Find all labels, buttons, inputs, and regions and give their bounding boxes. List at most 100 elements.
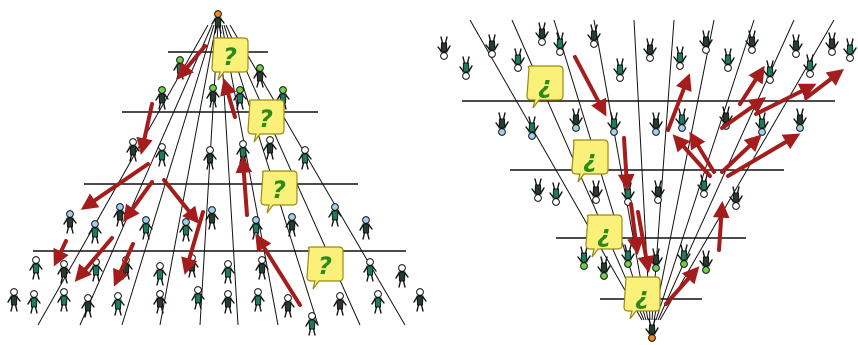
arrow-icon	[689, 131, 716, 174]
pyramid-level-lines	[33, 51, 406, 252]
person-icon	[363, 258, 377, 282]
arrow-icon	[738, 65, 765, 106]
arrow-icon	[74, 236, 114, 282]
person-icon	[63, 210, 77, 234]
person-icon	[697, 174, 711, 198]
person-icon	[569, 108, 583, 132]
person-icon	[613, 58, 627, 82]
person-icon	[211, 10, 225, 34]
arrow-icon	[664, 266, 700, 306]
person-icon	[699, 30, 713, 54]
person-icon	[333, 292, 347, 316]
person-icon	[553, 32, 567, 56]
person-icon	[359, 216, 373, 240]
question-mark-glyph: ¿	[538, 71, 552, 99]
person-icon	[531, 178, 545, 202]
person-icon	[139, 216, 153, 240]
person-icon	[803, 54, 817, 78]
arrow-icon	[720, 97, 767, 130]
arrow-icon	[255, 233, 302, 307]
question-bubble-icon: ?	[247, 99, 285, 143]
arrow-icon	[220, 78, 237, 119]
question-mark-glyph: ?	[223, 43, 237, 71]
person-icon	[328, 203, 342, 227]
person-icon	[459, 56, 473, 80]
question-bubble-icon: ¿	[526, 65, 564, 109]
person-icon	[789, 34, 803, 58]
person-icon	[305, 312, 319, 336]
person-icon	[255, 256, 269, 280]
person-icon	[263, 136, 277, 160]
arrow-icon	[627, 202, 644, 255]
person-icon	[729, 186, 743, 210]
pyramid-people	[7, 10, 427, 336]
arrow-icon	[176, 44, 207, 80]
question-bubble-icon: ¿	[623, 276, 661, 320]
arrow-icon	[672, 134, 712, 178]
person-icon	[155, 143, 169, 167]
person-icon	[745, 30, 759, 54]
question-mark-glyph: ¿	[597, 220, 611, 248]
person-icon	[281, 294, 295, 318]
person-icon	[589, 180, 603, 204]
question-bubble-icon: ¿	[585, 214, 623, 258]
question-mark-glyph: ?	[259, 105, 273, 133]
person-icon	[413, 288, 427, 312]
person-icon	[673, 46, 687, 70]
person-icon	[437, 36, 451, 60]
person-icon	[793, 108, 807, 132]
question-mark-glyph: ?	[318, 252, 332, 280]
arrow-icon	[53, 239, 69, 267]
person-icon	[298, 146, 312, 170]
person-icon	[649, 248, 663, 272]
person-icon	[643, 38, 657, 62]
person-icon	[495, 112, 509, 136]
question-bubble-icon: ?	[306, 246, 344, 290]
question-bubble-icon: ¿	[571, 139, 609, 183]
person-icon	[285, 213, 299, 237]
person-icon	[29, 256, 43, 280]
person-icon	[395, 264, 409, 288]
arrow-icon	[636, 210, 655, 273]
person-icon	[755, 112, 769, 136]
person-icon	[649, 112, 663, 136]
person-icon	[549, 182, 563, 206]
pyramid-diagram: ????	[7, 10, 427, 336]
person-icon	[81, 294, 95, 318]
person-icon	[206, 84, 220, 108]
person-icon	[577, 246, 591, 270]
arrow-icon	[573, 55, 607, 117]
inverted-question-bubbles: ¿ ¿ ¿ ¿	[526, 65, 661, 320]
question-mark-glyph: ?	[272, 176, 286, 204]
pyramid-arrows	[53, 44, 302, 307]
person-icon	[645, 318, 659, 342]
person-icon	[535, 22, 549, 46]
arrow-icon	[726, 133, 801, 178]
person-icon	[126, 138, 140, 162]
pyramid-question-bubbles: ????	[211, 37, 344, 290]
question-mark-glyph: ¿	[635, 282, 649, 310]
person-icon	[249, 216, 263, 240]
arrow-icon	[666, 73, 692, 132]
person-icon	[525, 116, 539, 140]
person-icon	[155, 86, 169, 110]
person-icon	[203, 146, 217, 170]
person-icon	[153, 290, 167, 314]
question-bubble-icon: ?	[211, 37, 249, 81]
person-icon	[597, 256, 611, 280]
person-icon	[721, 48, 735, 72]
person-icon	[221, 260, 235, 284]
arrow-icon	[113, 242, 135, 287]
person-icon	[7, 288, 21, 312]
arrow-icon	[754, 83, 817, 116]
inverted-arrows	[573, 55, 845, 306]
arrow-icon	[712, 200, 730, 252]
person-icon	[677, 244, 691, 268]
person-icon	[27, 290, 41, 314]
person-icon	[825, 32, 839, 56]
arrow-icon	[235, 155, 253, 217]
person-icon	[621, 244, 635, 268]
person-icon	[276, 86, 290, 110]
